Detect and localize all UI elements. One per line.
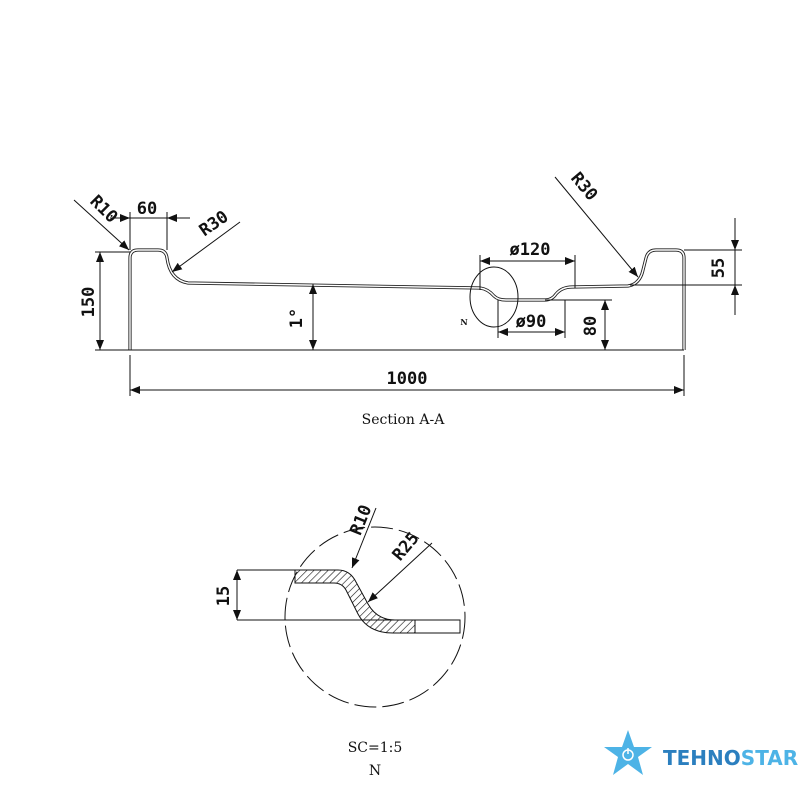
detail-marker-label: N <box>460 317 467 327</box>
dimension-labels: 150 60 R10 R30 1° ø120 ø90 80 55 R30 100… <box>79 169 729 428</box>
dim-r10: R10 <box>86 192 122 228</box>
svg-text:TEHNOSTAR: TEHNOSTAR <box>663 746 798 770</box>
detail-scale: SC=1:5 <box>348 740 403 756</box>
dim-55: 55 <box>709 258 729 278</box>
dim-80: 80 <box>581 316 601 336</box>
logo-text-star: STAR <box>741 746 798 770</box>
tehnostar-logo: TEHNOSTAR <box>604 730 798 775</box>
dim-o90: ø90 <box>516 312 547 332</box>
detail-name: N <box>369 763 381 779</box>
dim-o120: ø120 <box>510 240 551 260</box>
logo-text-tehno: TEHNO <box>663 746 741 770</box>
dim-15: 15 <box>214 586 234 606</box>
dim-detail-r25: R25 <box>389 529 424 565</box>
dim-r30-right: R30 <box>566 169 601 205</box>
dim-detail-r10: R10 <box>346 502 376 538</box>
dim-60: 60 <box>137 199 157 219</box>
detail-circle-marker <box>469 266 519 328</box>
dimension-lines <box>73 176 742 396</box>
dim-r30-left: R30 <box>196 207 233 241</box>
dim-slope: 1° <box>287 308 307 328</box>
dim-150: 150 <box>79 287 99 318</box>
dim-1000: 1000 <box>387 369 428 389</box>
section-title: Section A-A <box>362 412 446 428</box>
detail-view: 15 R10 R25 SC=1:5 N <box>214 502 466 779</box>
detail-boundary <box>284 526 466 708</box>
